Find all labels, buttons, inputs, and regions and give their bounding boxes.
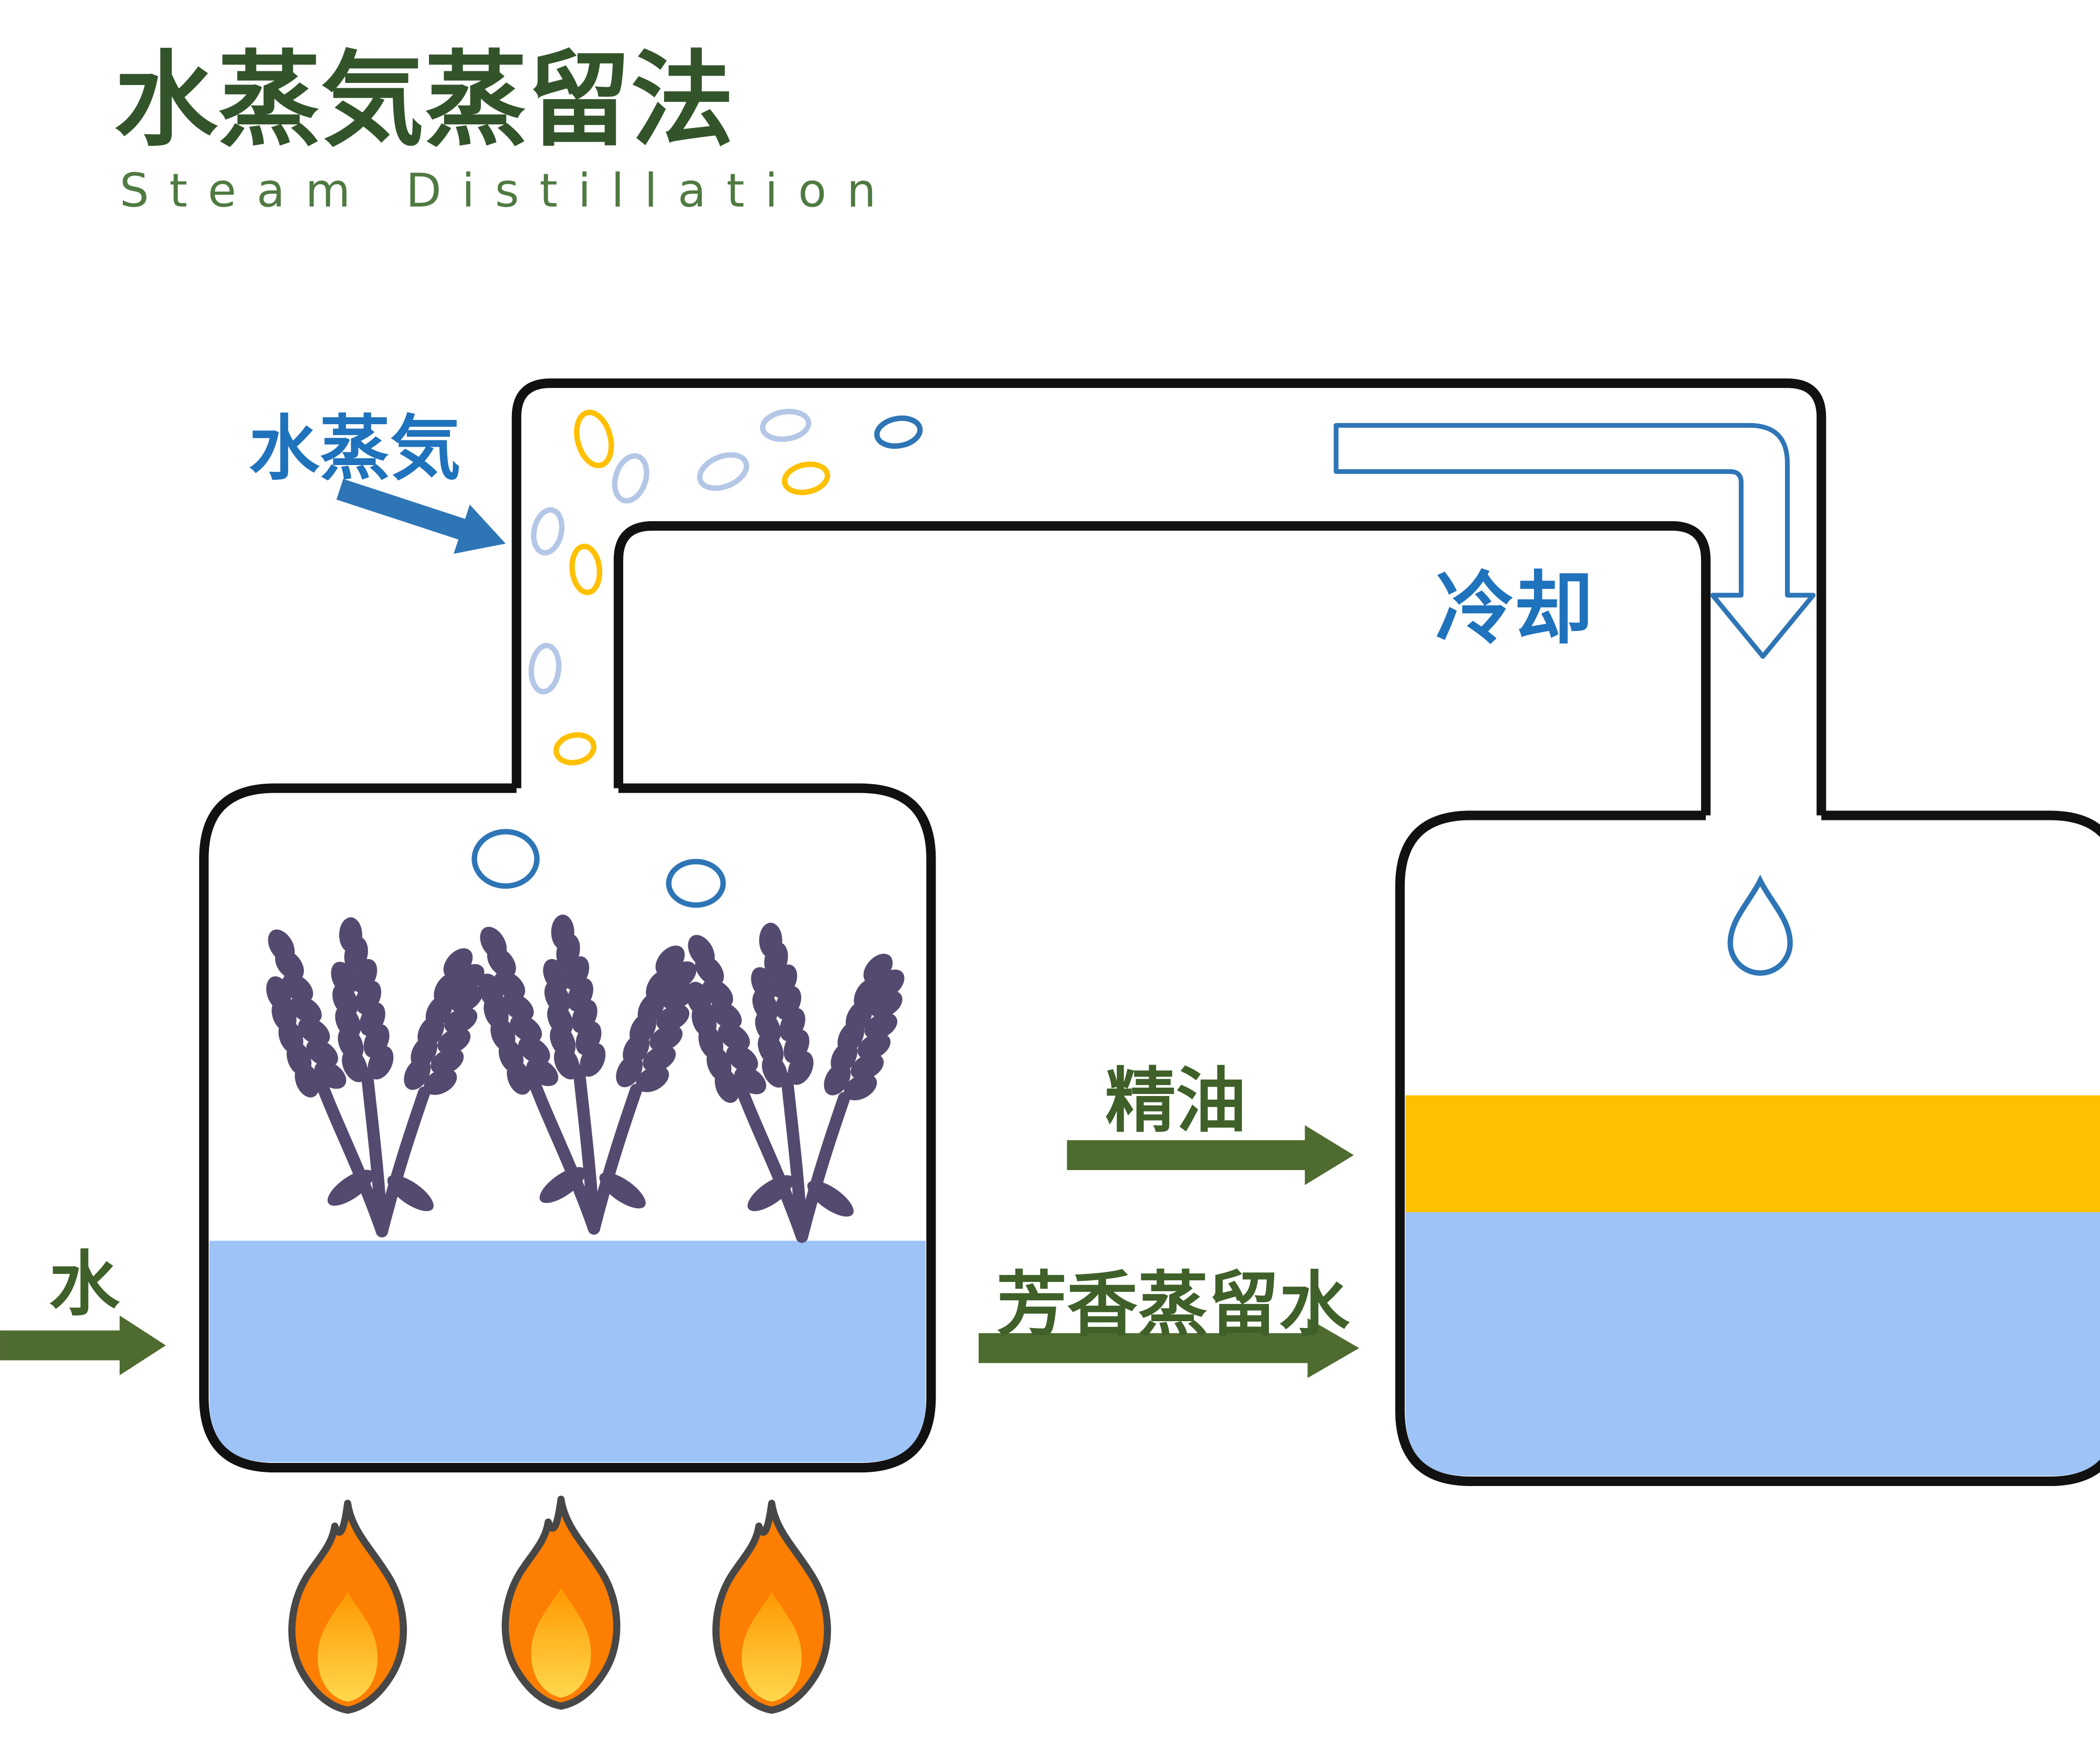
steam-bubbles (471, 408, 923, 908)
collection-vessel (1395, 810, 2100, 1487)
oil-label: 精油 (1105, 1060, 1246, 1142)
lavender-icon (262, 918, 490, 1231)
boiler-vessel (199, 783, 936, 1473)
water-label: 水 (49, 1243, 120, 1325)
flame-icon (505, 1499, 616, 1706)
hydrosol-layer (1405, 1212, 2100, 1476)
condenser-pipe (511, 378, 1826, 816)
steam-bubble (874, 415, 923, 449)
oil-out-arrow (1067, 1125, 1354, 1185)
steam-bubble (574, 409, 614, 469)
hydrosol-out-arrow (979, 1318, 1359, 1378)
lavender-icon (682, 923, 910, 1237)
steam-bubble (760, 408, 812, 442)
cooling-arrow (1334, 423, 1816, 659)
steam-bubble (666, 859, 726, 908)
page-subtitle: Steam Distillation (120, 164, 897, 218)
steam-label: 水蒸気 (249, 407, 461, 490)
cooling-label: 冷却 (1435, 564, 1593, 655)
steam-bubble (612, 453, 649, 504)
steam-bubble (531, 507, 565, 556)
droplet-icon (1727, 874, 1793, 976)
steam-bubble (697, 452, 750, 491)
boiler-water (209, 1240, 926, 1462)
steam-bubble (553, 732, 597, 766)
steam-bubble (569, 543, 603, 595)
steam-bubble (471, 829, 540, 889)
flame-icon (292, 1503, 403, 1710)
flame-icon (716, 1503, 827, 1710)
steam-bubble (528, 642, 562, 694)
hydrosol-label: 芳香蒸留水 (996, 1263, 1350, 1346)
steam-bubble (782, 461, 831, 496)
oil-layer (1405, 1095, 2100, 1213)
steam-arrow (336, 479, 506, 554)
lavender-icon (474, 914, 702, 1228)
page-title: 水蒸気蒸留法 (114, 40, 733, 161)
